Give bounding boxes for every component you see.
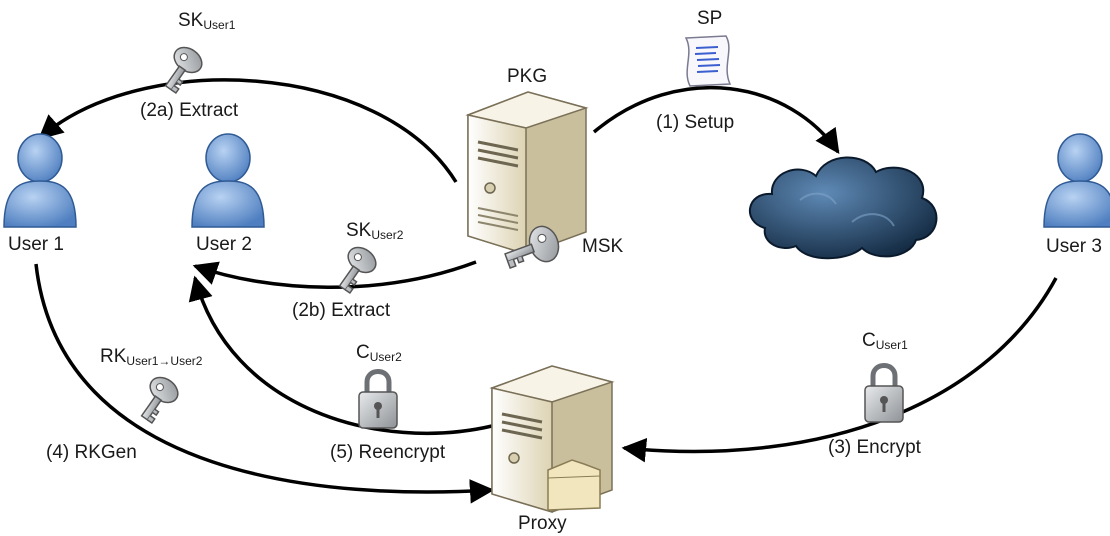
c-user1-sub: User1 [875,338,908,352]
cloud-icon [748,156,938,260]
extract-b-step-label: (2b) Extract [292,300,391,321]
scroll-icon [684,35,732,87]
user-3-label: User 3 [1046,236,1102,257]
rkgen-step-label: (4) RKGen [46,442,137,463]
extract-a-arrow [38,78,458,183]
pkg-server-icon [465,91,589,256]
pkg-label: PKG [507,66,548,87]
sk-user2-key-icon [338,246,377,295]
sk-user1-label: SKUser1 [178,10,235,32]
sk-user1-key-icon [164,46,203,95]
msk-key-icon [504,225,560,269]
encrypt-step-label: (3) Encrypt [828,437,921,458]
c-user2-label: CUser2 [356,342,402,364]
rk-base: RK [100,346,127,367]
c-user1-base: C [862,330,876,351]
c-user2-sub: User2 [369,350,402,364]
sp-label: SP [697,8,723,29]
setup-step-label: (1) Setup [656,112,735,133]
sk-user1-base: SK [178,10,204,31]
c-user2-base: C [356,342,370,363]
reencrypt-arrow [188,275,493,436]
rk-sub: User1→User2 [126,354,203,368]
setup-arrow [592,85,840,155]
sk-user2-label: SKUser2 [346,220,403,242]
user-3-icon [1043,133,1110,228]
sk-user2-sub: User2 [371,228,404,242]
rk-key-icon [140,376,179,425]
extract-b-arrow [192,260,477,289]
rkgen-arrow [34,263,495,504]
encrypt-arrow [621,277,1058,463]
user-2-label: User 2 [196,234,252,255]
proxy-server-icon [489,365,615,514]
rk-label: RKUser1→User2 [100,346,202,368]
extract-a-step-label: (2a) Extract [140,100,239,121]
reencrypt-step-label: (5) Reencrypt [330,442,446,463]
folder-icon [547,459,601,511]
user-1-icon [3,133,77,228]
user-1-label: User 1 [8,234,64,255]
proxy-label: Proxy [518,513,567,534]
c-user1-lock-icon [864,363,904,423]
msk-label: MSK [582,236,624,257]
c-user1-label: CUser1 [862,330,908,352]
sk-user1-sub: User1 [203,18,236,32]
user-2-icon [191,133,265,228]
c-user2-lock-icon [358,369,398,429]
sk-user2-base: SK [346,220,372,241]
